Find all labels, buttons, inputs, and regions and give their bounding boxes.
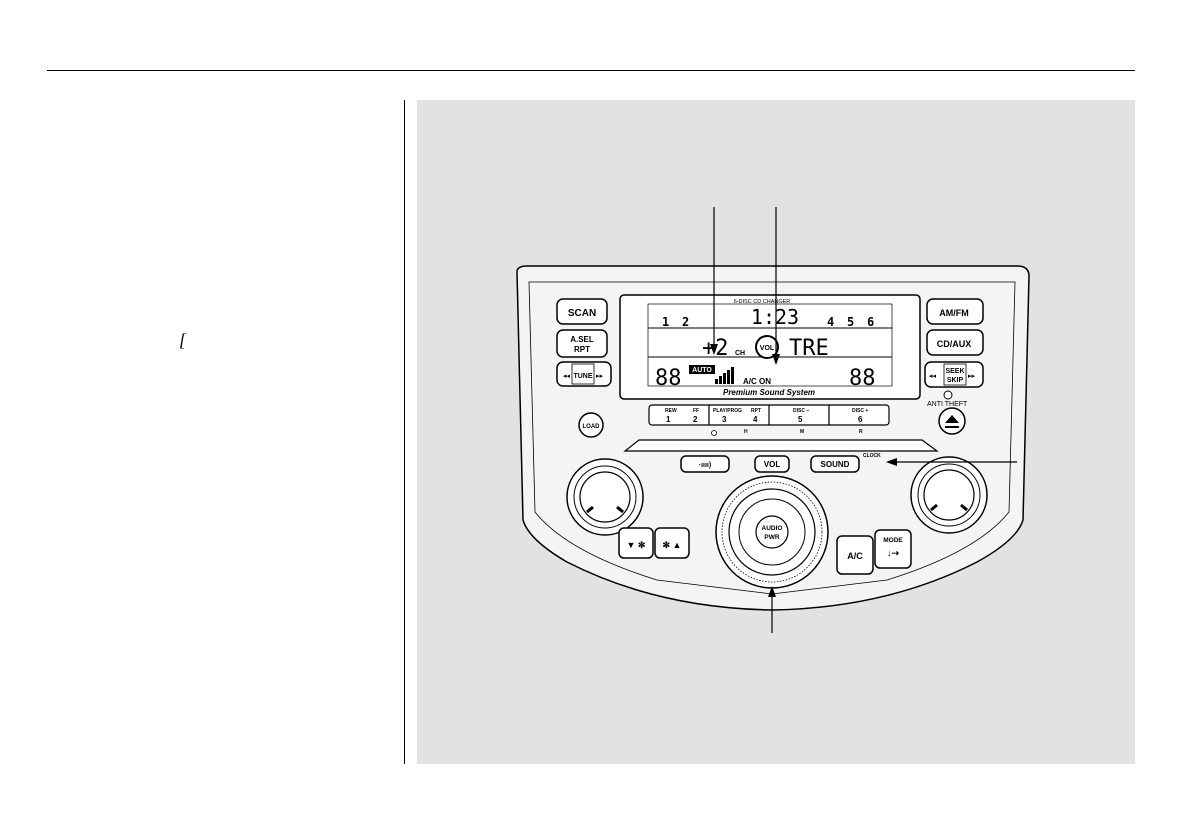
- svg-text:4: 4: [753, 415, 758, 424]
- fan-down-button[interactable]: ▼ ✻: [618, 527, 654, 559]
- preset-sub-r: R: [859, 429, 863, 435]
- svg-text:5: 5: [798, 415, 803, 424]
- disc-slot-4: 4: [827, 315, 834, 329]
- sound-button[interactable]: SOUND: [810, 455, 860, 473]
- svg-text:AUDIO: AUDIO: [762, 525, 783, 532]
- right-temp: 88: [849, 366, 876, 391]
- mode-button[interactable]: MODE ↓⇢: [874, 529, 912, 569]
- preset-4[interactable]: RPT 4: [751, 408, 761, 424]
- svg-text:REW: REW: [665, 408, 677, 414]
- asel-rpt-button[interactable]: A.SEL RPT: [556, 329, 608, 358]
- svg-text:DISC +: DISC +: [852, 408, 868, 414]
- svg-text:DISC –: DISC –: [793, 408, 809, 414]
- left-temp-knob[interactable]: [566, 458, 644, 536]
- header-rule: [47, 70, 1135, 71]
- eject-button[interactable]: [938, 407, 966, 435]
- svg-text:RPT: RPT: [751, 408, 761, 414]
- disc-slot-1: 1: [662, 315, 669, 329]
- svg-text:PLAY/PROG: PLAY/PROG: [713, 408, 742, 414]
- seek-fwd-icon: ▸▸: [968, 373, 976, 380]
- right-temp-knob[interactable]: [910, 456, 988, 534]
- seek-skip-button[interactable]: SEEK SKIP ◂◂ ▸▸: [924, 361, 984, 388]
- disc-slot-6: 6: [867, 315, 874, 329]
- preset-sub-m: M: [800, 429, 804, 435]
- svg-text:2: 2: [693, 415, 698, 424]
- tune-up-icon: ▸▸: [596, 373, 604, 380]
- preset-buttons: REW 1 FF 2 PLAY/PROG 3 RPT 4 DISC – 5 DI…: [648, 404, 890, 426]
- console-illustration: SCAN A.SEL RPT TUNE ◂◂ ▸▸ AM/FM CD/AUX S…: [516, 207, 1030, 633]
- anti-theft-label: ANTI THEFT: [927, 401, 968, 408]
- preset-5[interactable]: DISC – 5: [793, 408, 809, 424]
- svg-text:3: 3: [722, 415, 727, 424]
- rear-defrost-button[interactable]: ·ıııı): [680, 455, 730, 473]
- preset-sub-h: H: [744, 429, 748, 435]
- svg-text:FF: FF: [693, 408, 699, 414]
- tune-down-icon: ◂◂: [563, 373, 571, 380]
- callout-lines: [710, 207, 1017, 633]
- svg-text:PWR: PWR: [764, 534, 779, 541]
- svg-text:6: 6: [858, 415, 863, 424]
- svg-text:A/C ON: A/C ON: [743, 377, 771, 386]
- lcd-display: 6-DISC CD CHANGER 1 2 4 5 6 1:23 +2 CH V…: [619, 294, 921, 400]
- svg-text:Premium Sound System: Premium Sound System: [723, 388, 815, 397]
- fan-up-button[interactable]: ✻ ▲: [654, 527, 690, 559]
- defrost-icon: ·ıııı): [699, 462, 711, 469]
- sidebar-mark: [: [179, 330, 187, 350]
- mode-text: TRE: [789, 336, 829, 361]
- audio-pwr-knob[interactable]: AUDIO PWR: [715, 475, 829, 589]
- indicator-dot: [711, 430, 717, 436]
- disc-slot-5: 5: [847, 315, 854, 329]
- auto-badge: [689, 365, 715, 374]
- svg-text:SOUND: SOUND: [821, 460, 850, 469]
- fan-down-icon: ▼ ✻: [627, 540, 646, 550]
- svg-text:A/C: A/C: [847, 551, 863, 561]
- clock-readout: 1:23: [751, 305, 799, 329]
- eject-icon: [945, 415, 959, 428]
- fan-level-bars: [715, 367, 734, 384]
- svg-text:LOAD: LOAD: [583, 424, 601, 430]
- disc-slot-2: 2: [682, 315, 689, 329]
- audio-system-figure: SCAN A.SEL RPT TUNE ◂◂ ▸▸ AM/FM CD/AUX S…: [417, 100, 1135, 764]
- seek-back-icon: ◂◂: [929, 373, 937, 380]
- airflow-icon: ↓⇢: [887, 548, 900, 558]
- ac-button[interactable]: A/C: [836, 535, 874, 575]
- svg-text:6-DISC CD CHANGER: 6-DISC CD CHANGER: [734, 299, 791, 305]
- svg-text:1: 1: [666, 415, 671, 424]
- preset-2[interactable]: FF 2: [693, 408, 699, 424]
- preset-1[interactable]: REW 1: [665, 408, 677, 424]
- fan-up-icon: ✻ ▲: [663, 540, 682, 550]
- vol-button[interactable]: VOL: [754, 455, 790, 473]
- svg-text:AM/FM: AM/FM: [939, 308, 969, 318]
- column-divider: [404, 100, 405, 764]
- left-temp: 88: [655, 366, 682, 391]
- svg-text:SCAN: SCAN: [568, 308, 596, 319]
- svg-text:CD/AUX: CD/AUX: [937, 339, 972, 349]
- scan-button[interactable]: SCAN: [556, 298, 608, 325]
- svg-text:RPT: RPT: [574, 345, 590, 354]
- svg-text:SEEK: SEEK: [945, 368, 964, 375]
- channel-unit: CH: [735, 350, 745, 357]
- tune-button[interactable]: TUNE ◂◂ ▸▸: [556, 361, 612, 387]
- preset-6[interactable]: DISC + 6: [852, 408, 868, 424]
- svg-text:VOL: VOL: [760, 345, 775, 352]
- cd-slot: [623, 439, 939, 452]
- amfm-button[interactable]: AM/FM: [926, 298, 984, 325]
- svg-text:AUTO: AUTO: [692, 367, 712, 374]
- preset-3[interactable]: PLAY/PROG 3: [713, 408, 742, 424]
- svg-text:MODE: MODE: [883, 537, 903, 544]
- load-button[interactable]: LOAD: [578, 412, 604, 438]
- svg-text:SKIP: SKIP: [947, 377, 964, 384]
- clock-label: CLOCK: [863, 453, 881, 459]
- cdaux-button[interactable]: CD/AUX: [926, 329, 984, 356]
- svg-text:VOL: VOL: [764, 460, 781, 469]
- svg-text:A.SEL: A.SEL: [570, 335, 594, 344]
- vol-indicator: [755, 335, 779, 359]
- anti-theft-led: [943, 390, 953, 400]
- svg-text:TUNE: TUNE: [573, 373, 592, 380]
